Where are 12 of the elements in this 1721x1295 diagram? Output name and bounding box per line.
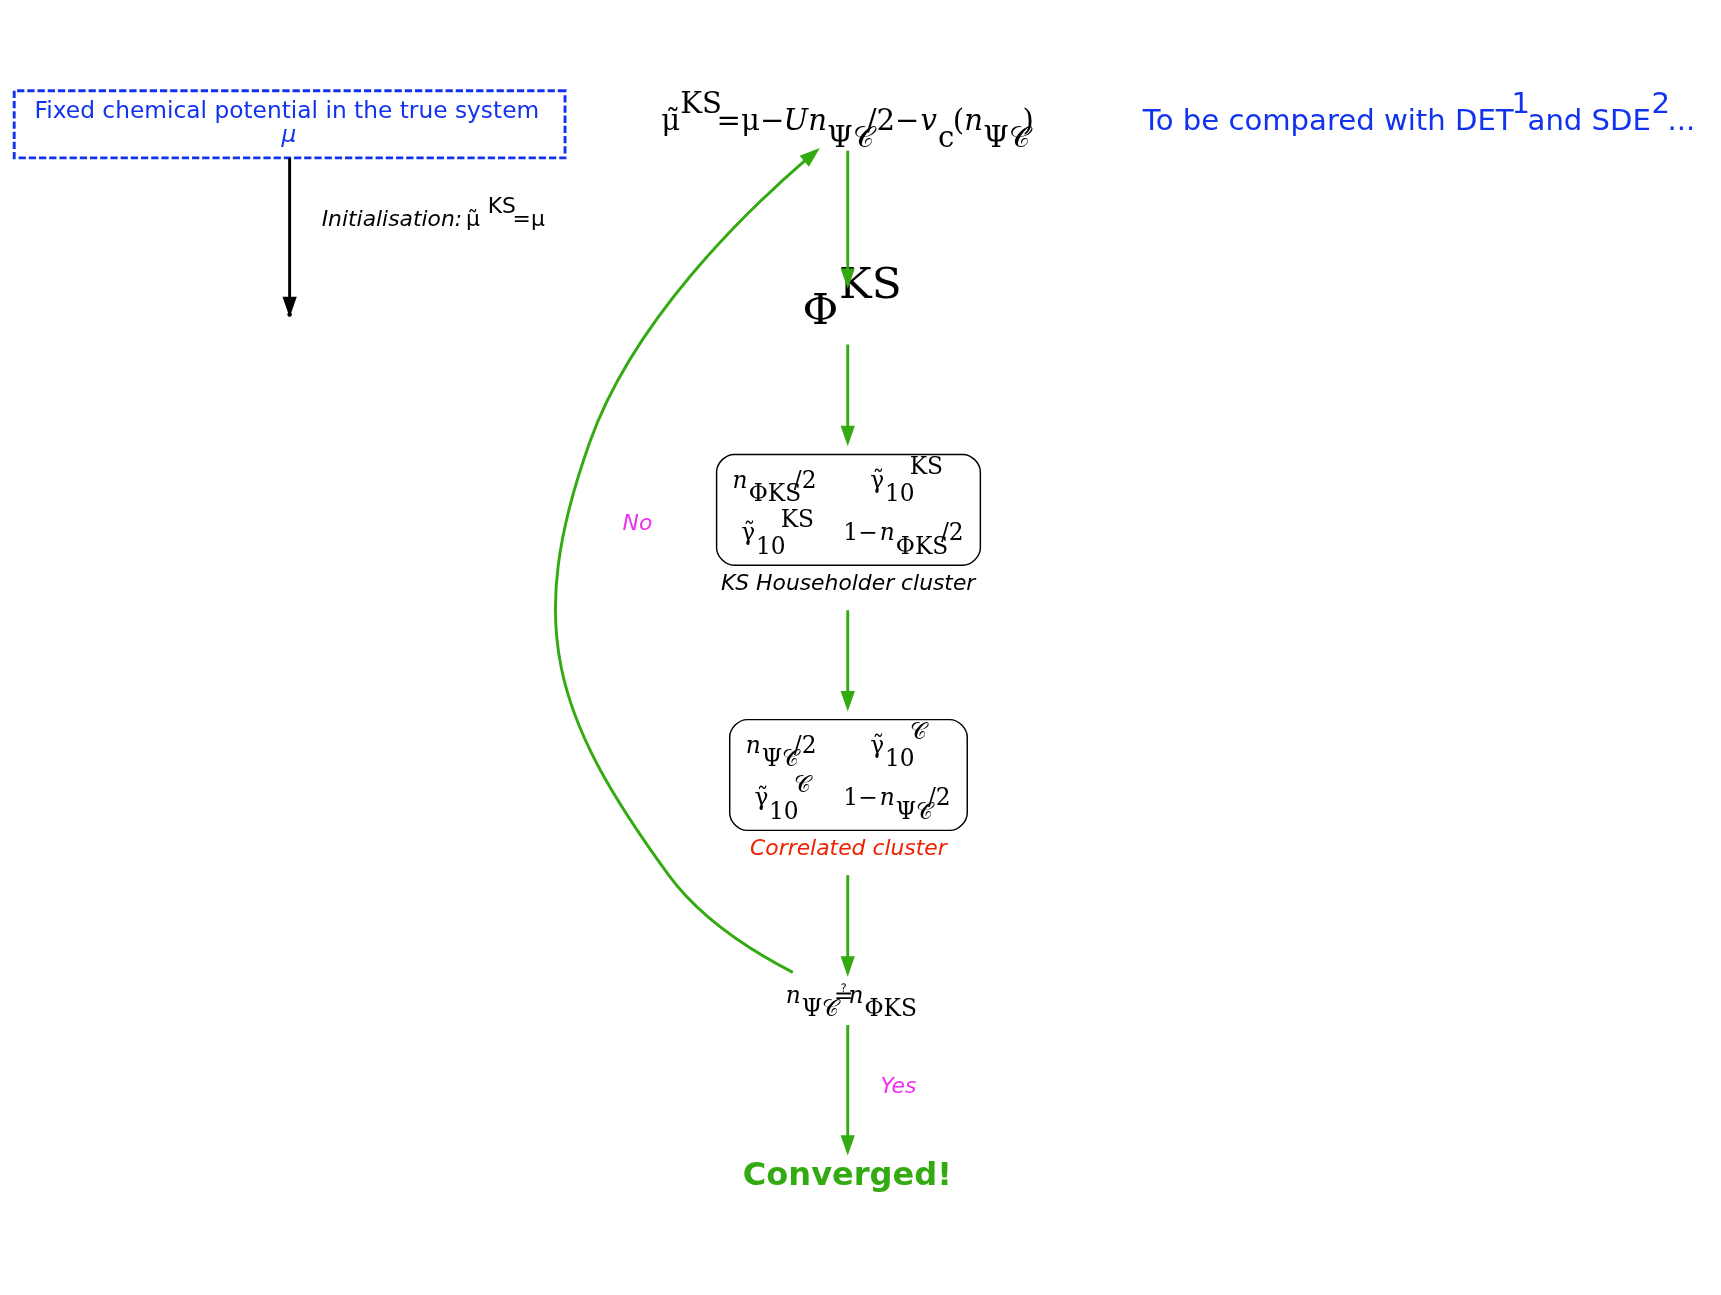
arrow — [840, 610, 855, 712]
arrow — [840, 1025, 855, 1156]
edge-label: Yes — [880, 1072, 917, 1098]
node-label: KS Householder cluster — [720, 569, 976, 595]
node-box: Fixed chemical potential in the true system μ — [12, 89, 567, 160]
node-text: Converged! — [742, 1154, 952, 1193]
edge-label: No — [622, 510, 653, 536]
node-label: Correlated cluster — [750, 835, 947, 861]
arrow — [840, 875, 855, 977]
arrow — [554, 147, 820, 974]
arrow — [840, 150, 855, 289]
arrow — [840, 344, 855, 447]
